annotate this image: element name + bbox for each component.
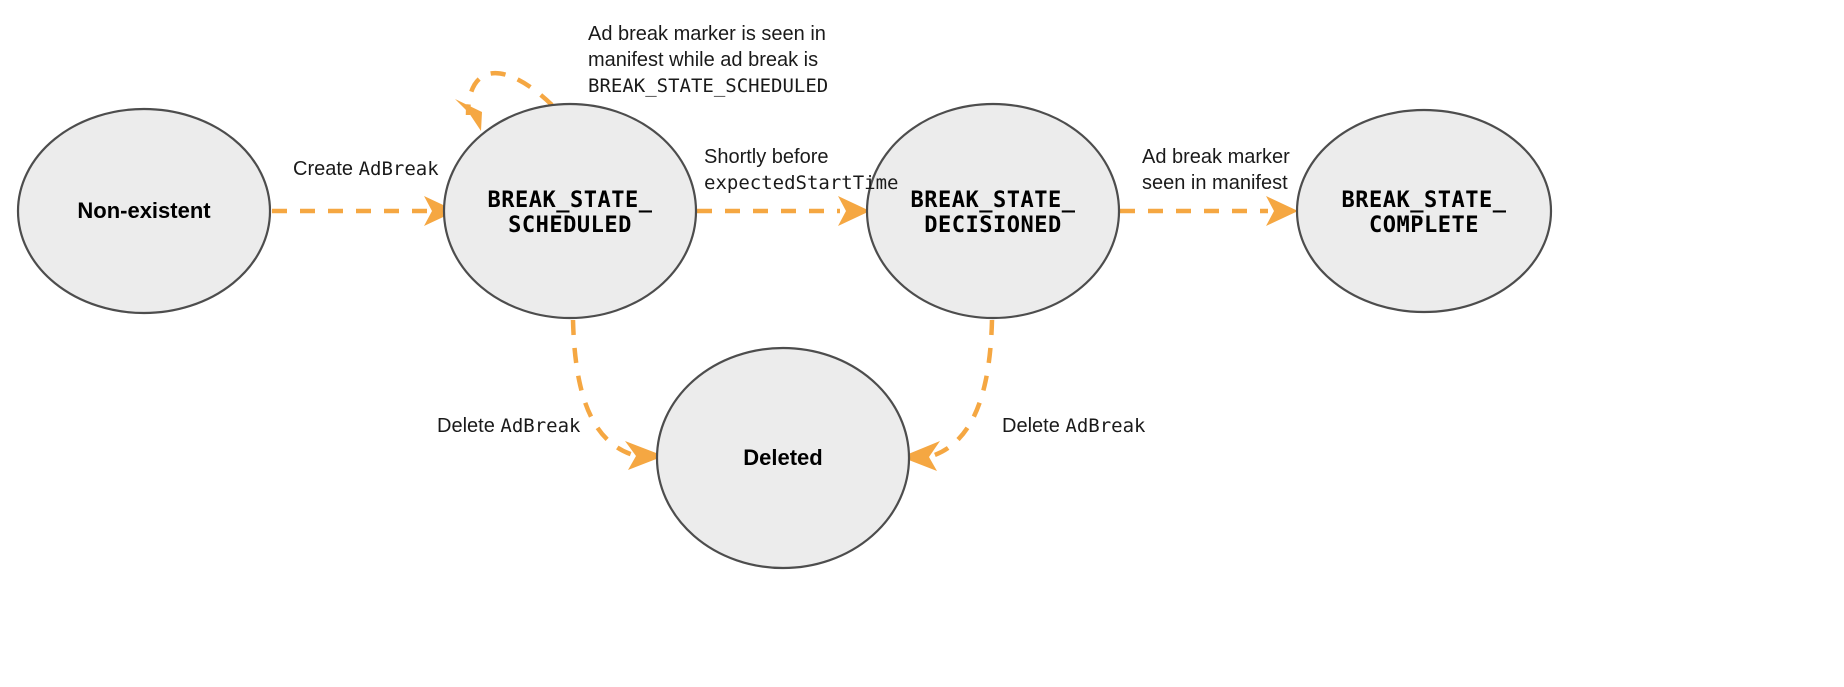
node-break-state-complete[interactable]: BREAK_STATE_ COMPLETE	[1295, 108, 1553, 314]
node-break-state-scheduled[interactable]: BREAK_STATE_ SCHEDULED	[442, 102, 698, 320]
node-label-scheduled-line1: BREAK_STATE_	[488, 188, 653, 213]
edge-label-delete-from-scheduled: Delete AdBreak	[437, 415, 581, 437]
edge-delete-from-decisioned[interactable]	[901, 319, 995, 471]
edge-label-part-mono: AdBreak	[500, 415, 581, 437]
edge-label-shortly-before: Shortly before expectedStartTime	[704, 146, 898, 194]
node-label-decisioned-line2: DECISIONED	[924, 213, 1061, 238]
arrowhead	[424, 196, 456, 226]
edge-label-part-mono: AdBreak	[1065, 415, 1146, 437]
edge-label-text: Delete AdBreak	[1002, 415, 1146, 437]
edge-label-marker-line1: Ad break marker	[1142, 146, 1290, 168]
arrowhead	[455, 99, 482, 131]
edge-self-loop-scheduled[interactable]	[455, 70, 554, 131]
arrowhead	[1266, 196, 1298, 226]
edge-label-selfloop-line1: Ad break marker is seen in	[588, 23, 826, 45]
edge-label-marker-seen-in-manifest: Ad break marker seen in manifest	[1142, 146, 1290, 194]
edge-label-text: Create AdBreak	[293, 158, 439, 180]
node-deleted[interactable]: Deleted	[655, 346, 911, 570]
node-label-deleted: Deleted	[743, 445, 822, 470]
edge-label-part-sans: Create	[293, 158, 359, 180]
arrowhead	[838, 196, 870, 226]
edge-label-delete-from-decisioned: Delete AdBreak	[1002, 415, 1146, 437]
node-label-complete-line2: COMPLETE	[1369, 213, 1479, 238]
edge-label-shortly-line2: expectedStartTime	[704, 172, 898, 194]
edge-label-self-loop-scheduled: Ad break marker is seen in manifest whil…	[588, 23, 828, 97]
node-shape	[655, 346, 911, 570]
edge-label-text: Delete AdBreak	[437, 415, 581, 437]
node-label-non-existent: Non-existent	[77, 198, 211, 223]
edge-line	[570, 319, 634, 458]
edge-shortly-before[interactable]	[697, 196, 870, 226]
node-label-decisioned-line1: BREAK_STATE_	[911, 188, 1076, 213]
edge-label-part-sans: Delete	[437, 415, 500, 437]
edge-label-marker-line2: seen in manifest	[1142, 172, 1288, 194]
node-shape	[865, 102, 1121, 320]
node-shape	[1295, 108, 1553, 314]
edge-delete-from-scheduled[interactable]	[570, 319, 664, 470]
edge-label-part-mono: AdBreak	[359, 158, 440, 180]
arrowhead	[625, 441, 664, 470]
edge-label-selfloop-line3: BREAK_STATE_SCHEDULED	[588, 75, 828, 97]
edge-label-part-sans: Delete	[1002, 415, 1065, 437]
node-non-existent[interactable]: Non-existent	[16, 107, 272, 315]
edge-line	[931, 319, 995, 459]
node-label-complete-line1: BREAK_STATE_	[1342, 188, 1507, 213]
edge-label-create-adbreak: Create AdBreak	[293, 158, 439, 180]
node-shape	[16, 107, 272, 315]
edge-create-adbreak[interactable]	[272, 196, 456, 226]
edge-marker-seen-in-manifest[interactable]	[1120, 196, 1298, 226]
node-break-state-decisioned[interactable]: BREAK_STATE_ DECISIONED	[865, 102, 1121, 320]
edge-label-selfloop-line2: manifest while ad break is	[588, 49, 818, 71]
edge-line	[465, 70, 554, 116]
edge-label-shortly-line1: Shortly before	[704, 146, 829, 168]
arrowhead	[901, 441, 940, 471]
node-shape	[442, 102, 698, 320]
node-label-scheduled-line2: SCHEDULED	[508, 213, 632, 238]
